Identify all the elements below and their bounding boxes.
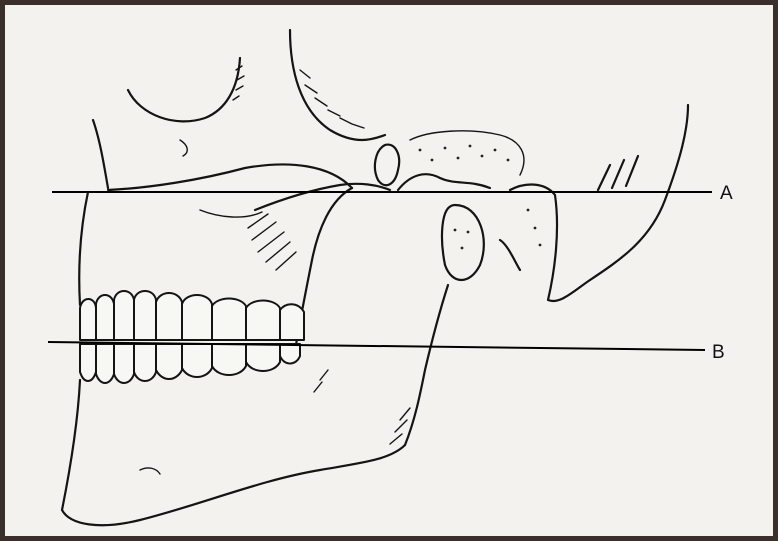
mandible-body (62, 380, 405, 525)
mastoid-hatching (598, 156, 638, 190)
styloid-process (500, 240, 520, 270)
line-label-b: B (712, 342, 725, 363)
condyle (442, 205, 484, 280)
orbit-outline (128, 58, 240, 121)
temporal-contour (290, 30, 385, 140)
mental-foramen (140, 468, 160, 474)
line-label-a: A (720, 183, 733, 204)
arch-shading (248, 214, 296, 270)
articular-eminence (375, 145, 399, 186)
mandible-ramus-back (405, 285, 448, 445)
face-front-contour (79, 192, 88, 305)
cheek-line (200, 210, 262, 217)
lower-teeth (80, 344, 300, 383)
nasal-contour (93, 120, 108, 188)
maxilla-contour (108, 164, 352, 190)
glenoid-fossa (398, 174, 490, 190)
upper-teeth (80, 291, 304, 340)
temporal-bone-stipple (419, 145, 542, 250)
mastoid-process (510, 185, 590, 301)
mandible-hatching (314, 370, 410, 444)
malar-notch (180, 140, 187, 156)
temporal-shading (300, 70, 364, 128)
zygomatic-arch (255, 184, 390, 210)
temporal-bone-outline (410, 131, 524, 175)
